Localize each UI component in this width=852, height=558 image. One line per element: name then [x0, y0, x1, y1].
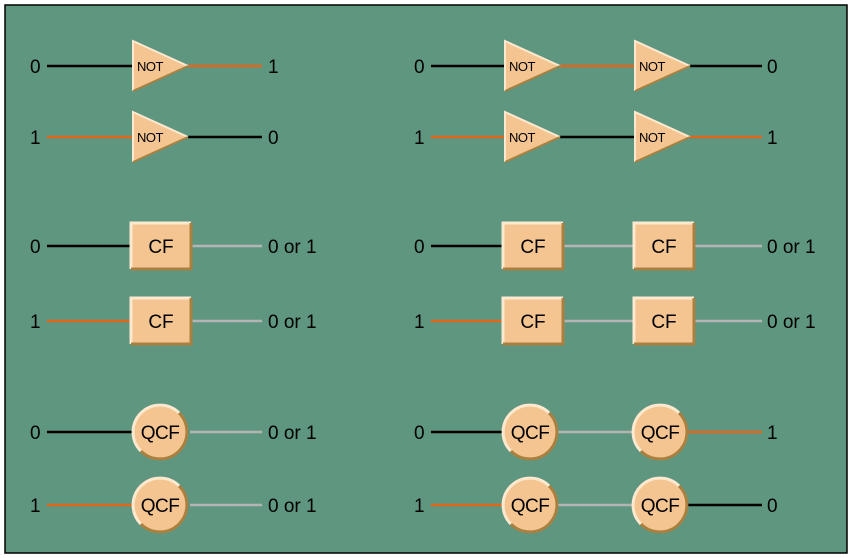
- not-gate-icon: NOT: [634, 39, 691, 92]
- qcf-gate-label: QCF: [511, 423, 550, 444]
- output-label: 0 or 1: [268, 496, 317, 517]
- output-label: 0 or 1: [767, 312, 816, 333]
- cf-gate-label: CF: [148, 237, 173, 258]
- not-gate-label: NOT: [639, 130, 666, 145]
- qcf-gate-icon: QCF: [631, 476, 689, 534]
- not-gate-label: NOT: [639, 59, 666, 74]
- not-gate-label: NOT: [137, 130, 164, 145]
- qcf-gate-icon: QCF: [631, 403, 689, 461]
- qcf-gate-label: QCF: [511, 496, 550, 517]
- input-label: 0: [30, 57, 41, 78]
- gates: NOT NOT NOT NOT NOT NOT CF CF CF CF CF CF QCF QCF QCF Q…: [129, 39, 696, 534]
- cf-gate-label: CF: [148, 312, 173, 333]
- cf-gate-label: CF: [651, 312, 676, 333]
- cf-gate-icon: CF: [632, 221, 696, 271]
- output-label: 0 or 1: [268, 312, 317, 333]
- not-gate-icon: NOT: [504, 39, 561, 92]
- qcf-gate-label: QCF: [641, 496, 680, 517]
- cf-gate-icon: CF: [129, 296, 193, 346]
- cf-gate-label: CF: [651, 237, 676, 258]
- qcf-gate-icon: QCF: [131, 403, 189, 461]
- not-gate-icon: NOT: [132, 110, 189, 163]
- not-gate-icon: NOT: [132, 39, 189, 92]
- output-label: 0: [268, 128, 279, 149]
- diagram-background: [4, 4, 848, 554]
- output-label: 0: [767, 496, 778, 517]
- output-label: 0 or 1: [268, 237, 317, 258]
- qcf-gate-label: QCF: [141, 423, 180, 444]
- output-label: 1: [268, 57, 279, 78]
- input-label: 1: [414, 496, 425, 517]
- cf-gate-icon: CF: [632, 296, 696, 346]
- io-labels: 0 1 0 0 1 0 1 1 0 0 or 1 0 0 or 1 1 0 or 1 1 0 or 1 0 0 o…: [30, 57, 816, 517]
- not-gate-label: NOT: [509, 59, 536, 74]
- input-label: 0: [30, 237, 41, 258]
- input-label: 1: [414, 312, 425, 333]
- output-label: 0 or 1: [268, 423, 317, 444]
- input-label: 0: [414, 57, 425, 78]
- input-label: 0: [414, 237, 425, 258]
- qcf-gate-icon: QCF: [131, 476, 189, 534]
- input-label: 1: [30, 312, 41, 333]
- input-label: 1: [30, 128, 41, 149]
- input-label: 0: [414, 423, 425, 444]
- input-label: 1: [30, 496, 41, 517]
- qcf-gate-icon: QCF: [501, 476, 559, 534]
- cf-gate-icon: CF: [129, 221, 193, 271]
- cf-gate-label: CF: [520, 312, 545, 333]
- output-label: 1: [767, 128, 778, 149]
- qcf-gate-label: QCF: [141, 496, 180, 517]
- wires: [47, 64, 762, 507]
- output-label: 0 or 1: [767, 237, 816, 258]
- input-label: 0: [30, 423, 41, 444]
- not-gate-icon: NOT: [504, 110, 561, 163]
- qcf-gate-icon: QCF: [501, 403, 559, 461]
- input-label: 1: [414, 128, 425, 149]
- output-label: 1: [767, 423, 778, 444]
- output-label: 0: [767, 57, 778, 78]
- qcf-gate-label: QCF: [641, 423, 680, 444]
- not-gate-label: NOT: [137, 59, 164, 74]
- cf-gate-icon: CF: [501, 221, 565, 271]
- cf-gate-icon: CF: [501, 296, 565, 346]
- not-gate-icon: NOT: [634, 110, 691, 163]
- not-gate-label: NOT: [509, 130, 536, 145]
- cf-gate-label: CF: [520, 237, 545, 258]
